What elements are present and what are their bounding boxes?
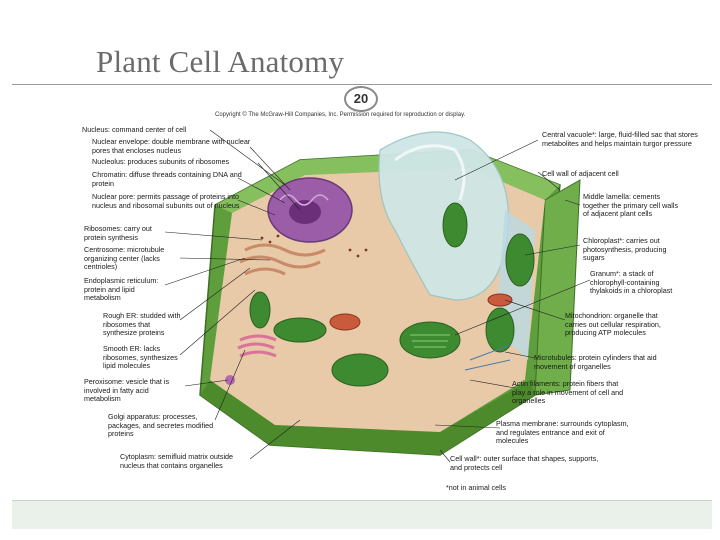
label-centrosome: Centrosome: microtubule organizing cente…	[84, 245, 165, 272]
mitochondrion	[329, 313, 361, 331]
leader-lines-left	[164, 129, 301, 460]
label-peroxisome: Peroxisome: vesicle that is involved in …	[84, 377, 170, 404]
label-nucleus: Nucleus: command center of cell	[82, 125, 187, 134]
rough-er	[239, 243, 326, 276]
label-middle-lamella: Middle lamella: cements together the pri…	[583, 192, 679, 219]
ribosomes	[260, 234, 368, 258]
peroxisome	[225, 375, 235, 385]
copyright-notice: Copyright © The McGraw-Hill Companies, I…	[215, 112, 466, 118]
chromatin	[279, 194, 329, 206]
label-plasma-membrane: Plasma membrane: surrounds cytoplasm, an…	[496, 419, 629, 446]
label-nuclear-pore: Nuclear pore: permits passage of protein…	[92, 192, 240, 210]
label-rough-er: Rough ER: studded with ribosomes that sy…	[103, 311, 181, 338]
label-golgi-apparatus: Golgi apparatus: processes, packages, an…	[108, 412, 214, 439]
chloroplast	[505, 233, 535, 287]
label-cell-wall: Cell wall*: outer surface that shapes, s…	[450, 454, 599, 472]
label-chloroplast: Chloroplast*: carries out photosynthesis…	[583, 236, 667, 263]
mitochondrion	[487, 293, 513, 307]
cell-wall-front	[200, 380, 535, 455]
adjacent-cell-wall	[534, 179, 581, 396]
label-actin-filaments: Actin filaments: protein fibers that pla…	[512, 379, 624, 406]
label-smooth-er: Smooth ER: lacks ribosomes, synthesizes …	[103, 344, 178, 371]
vacuole-highlight	[394, 144, 466, 201]
label-cytoplasm: Cytoplasm: semifluid matrix outside nucl…	[120, 452, 234, 470]
label-granum: Granum*: a stack of chlorophyll-containi…	[590, 269, 673, 296]
chloroplast	[485, 307, 515, 353]
microtubules	[464, 344, 511, 371]
label-microtubules: Microtubules: protein cylinders that aid…	[534, 353, 657, 371]
label-mitochondrion: Mitochondrion: organelle that carries ou…	[565, 311, 661, 338]
chloroplast	[249, 291, 271, 329]
page-title: Plant Cell Anatomy	[96, 44, 345, 79]
label-nucleolus: Nucleolus: produces subunits of ribosome…	[92, 157, 230, 166]
label-ribosomes: Ribosomes: carry out protein synthesis	[84, 224, 152, 242]
grana	[410, 334, 450, 348]
footnote: *not in animal cells	[446, 483, 506, 492]
leader-lines-right	[434, 139, 591, 463]
label-adjacent-cell-wall: Cell wall of adjacent cell	[542, 169, 619, 178]
label-endoplasmic-reticulum: Endoplasmic reticulum: protein and lipid…	[84, 276, 159, 303]
chloroplast	[442, 202, 468, 248]
chloroplast	[273, 317, 327, 343]
nucleolus	[289, 200, 321, 224]
slide-number-badge: 20	[344, 86, 378, 112]
slide-footer-band	[12, 500, 712, 529]
label-chromatin: Chromatin: diffuse threads containing DN…	[92, 170, 242, 188]
chloroplast	[331, 353, 389, 387]
label-nuclear-envelope: Nuclear envelope: double membrane with n…	[92, 137, 251, 155]
chloroplast	[399, 321, 461, 359]
title-rule	[12, 84, 712, 85]
label-central-vacuole: Central vacuole*: large, fluid-filled sa…	[542, 130, 698, 148]
